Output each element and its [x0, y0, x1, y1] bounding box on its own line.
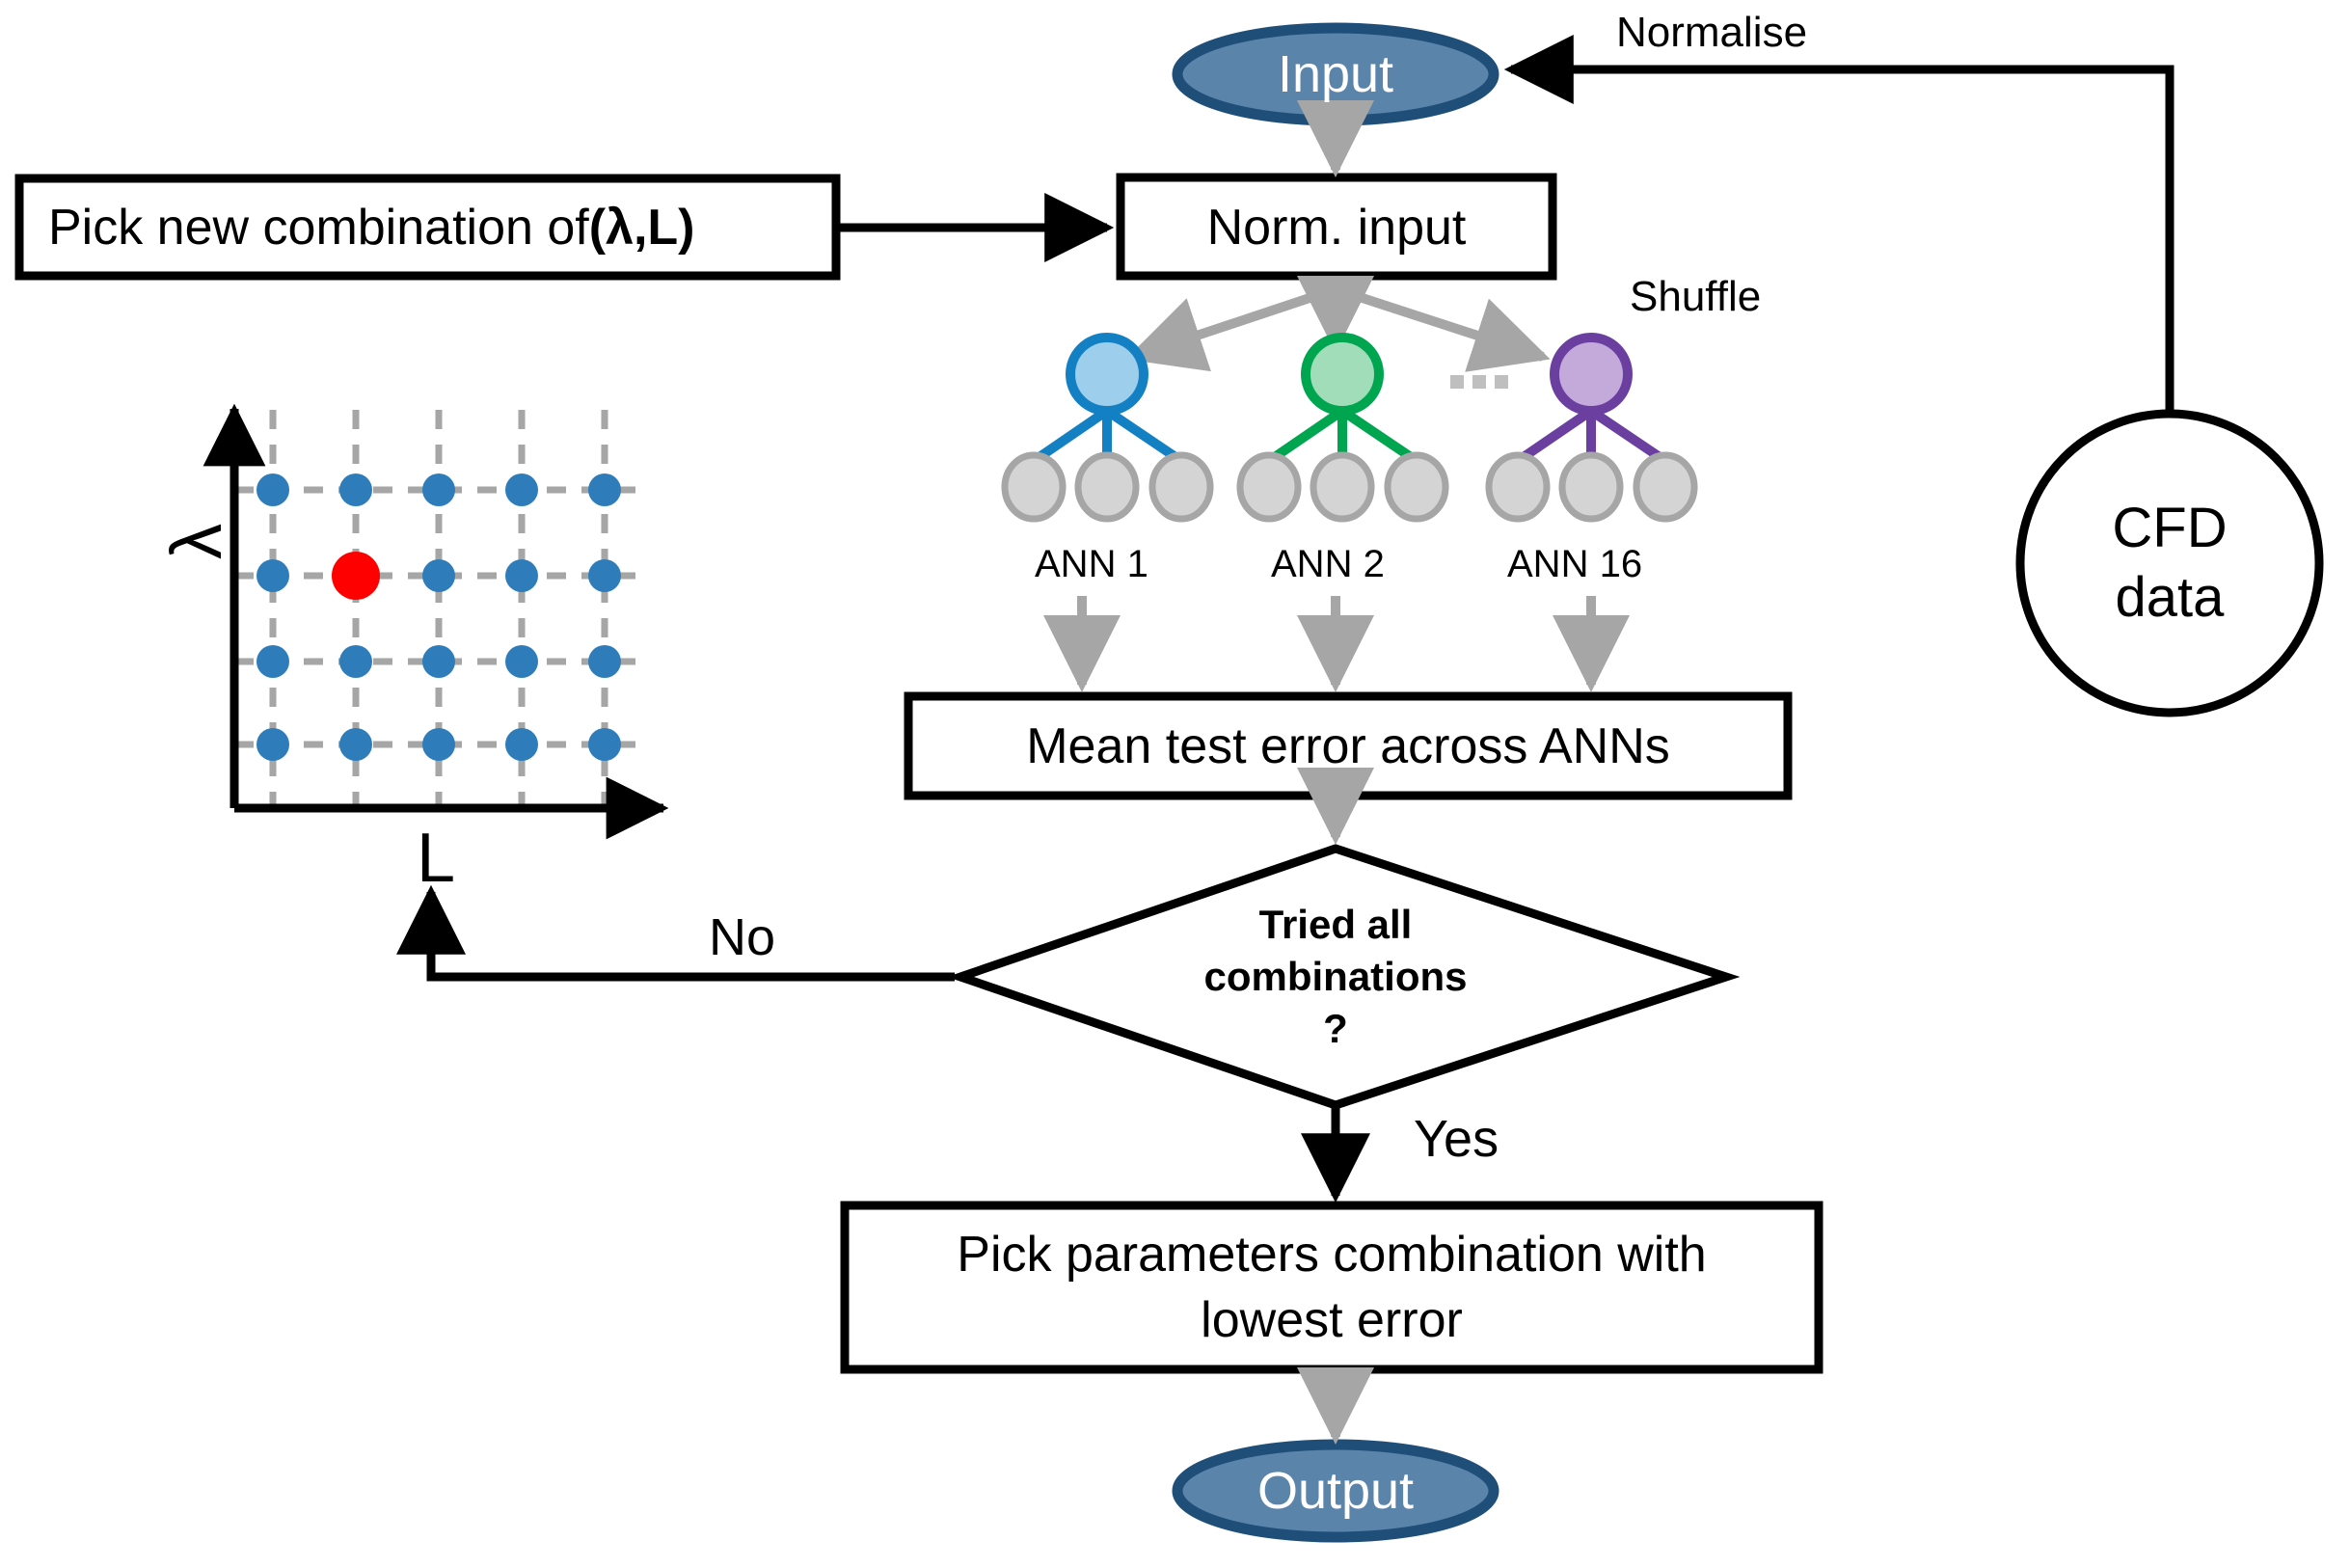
pick-lowest-line-2: lowest error [1201, 1292, 1463, 1348]
ann-1-leaf-node [1148, 451, 1214, 523]
grid-points [257, 473, 621, 761]
input-label-text: Input [1277, 45, 1394, 103]
ann-16-label: ANN 16 [1507, 543, 1643, 585]
yes-edge-label: Yes [1414, 1110, 1499, 1168]
ann-ellipsis-icon [1450, 375, 1508, 389]
pick-lowest-label: Pick parameters combination with lowest … [854, 1217, 1809, 1360]
ann-16-leaf-node [1485, 451, 1551, 523]
grid-y-axis-label: λ [156, 524, 236, 559]
pick-lowest-line-1: Pick parameters combination with [957, 1227, 1707, 1284]
decision-label: Tried all combinations ? [1123, 895, 1548, 1059]
grid-plot [203, 403, 669, 840]
output-label-text: Output [1256, 1462, 1415, 1520]
edge-cfd-to-input [1503, 35, 2174, 414]
no-edge-label: No [709, 908, 776, 966]
ann-2-label: ANN 2 [1271, 543, 1385, 585]
edges-anns-to-mean-error [1043, 596, 1630, 693]
pick-combination-prefix: Pick new combination of [48, 200, 589, 256]
ann-1-leaf-node [1001, 451, 1067, 523]
ann-1-network [1001, 333, 1214, 523]
ann-16-leaf-node [1558, 451, 1624, 523]
ann-2-leaf-node [1384, 451, 1449, 523]
ann-16-leaf-node [1633, 451, 1698, 523]
norm-input-label-text: Norm. input [1206, 200, 1467, 256]
ann-2-root-node [1301, 333, 1384, 416]
edge-decision-no [396, 884, 955, 982]
grid-x-axis-label: L [417, 820, 456, 897]
decision-line-3: ? [1323, 1005, 1348, 1051]
decision-line-2: combinations [1203, 954, 1468, 1000]
ann-2-leaf-node [1236, 451, 1302, 523]
cfd-data-line-2: data [2115, 566, 2225, 629]
ann-2-leaf-node [1310, 451, 1375, 523]
decision-line-1: Tried all [1258, 902, 1413, 948]
grid-point-selected [332, 552, 380, 600]
cfd-data-line-1: CFD [2112, 497, 2228, 560]
ann-1-root-node [1066, 333, 1148, 416]
norm-input-box[interactable] [1116, 173, 1557, 281]
ann-1-label: ANN 1 [1035, 543, 1148, 585]
shuffle-edge-label: Shuffle [1630, 273, 1762, 320]
cfd-data-label: CFD data [2039, 482, 2300, 644]
pick-combination-params: (λ,L) [588, 200, 695, 256]
pick-combination-label: Pick new combination of (λ,L) [33, 189, 824, 266]
mean-error-label: Mean test error across ANNs [908, 709, 1788, 784]
norm-input-label: Norm. input [1121, 189, 1553, 266]
ann-16-network [1485, 333, 1698, 523]
output-label: Output [1177, 1458, 1494, 1524]
ann-2-network [1236, 333, 1449, 523]
pick-lowest-box[interactable] [840, 1201, 1823, 1374]
normalise-edge-label: Normalise [1616, 9, 1808, 56]
ann-1-leaf-node [1074, 451, 1140, 523]
ann-16-root-node [1550, 333, 1633, 416]
input-label: Input [1177, 41, 1494, 107]
mean-error-label-text: Mean test error across ANNs [1026, 718, 1670, 774]
